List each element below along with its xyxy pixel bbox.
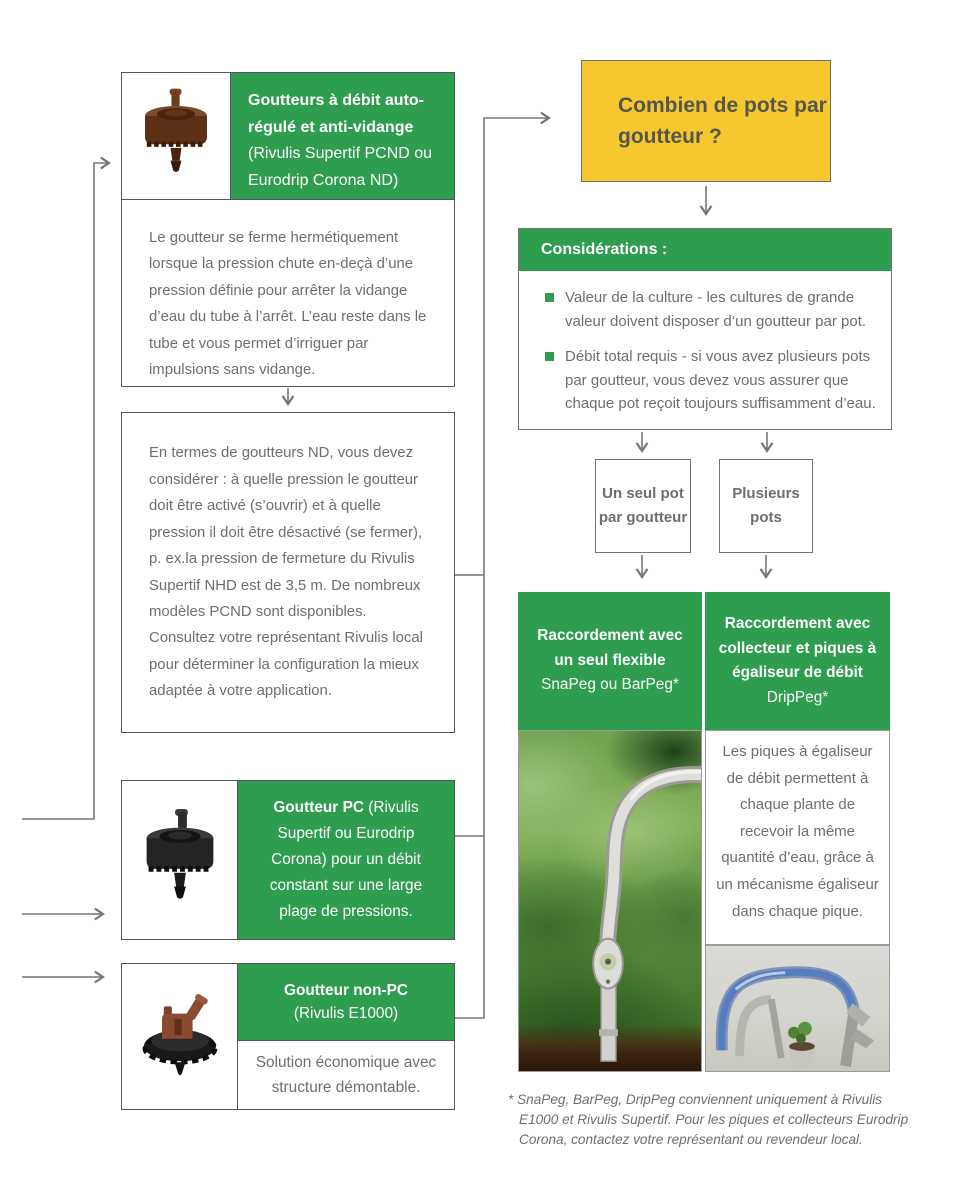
question-text: Combien de pots par goutteur ? (618, 94, 827, 148)
box5-header-regular: (Rivulis E1000) (293, 1005, 399, 1022)
snapeg-tube-illustration (592, 766, 701, 1062)
box5-body-text: Solution économique avec structure démon… (255, 1054, 437, 1096)
consideration-text-1: Valeur de la culture - les cultures de g… (565, 289, 867, 330)
box-hermetic-close-text: Le goutteur se ferme hermétiquement lors… (121, 199, 455, 387)
consideration-text-2: Débit total requis - si vous avez plusie… (565, 348, 876, 412)
result-single-title: Raccordement avec un seul flexible (537, 627, 683, 669)
box4-title-regular: (Rivulis Supertif ou Eurodrip Corona) po… (269, 799, 423, 920)
photo-snapeg-strawberry (518, 730, 702, 1072)
drippeg-illustration (715, 966, 875, 1069)
result-multiple-subtitle: DripPeg* (766, 688, 829, 706)
consideration-item: Débit total requis - si vous avez plusie… (545, 345, 879, 416)
brown-dripper-icon (145, 88, 207, 172)
box1-title-regular: (Rivulis Supertif PCND ou Eurodrip Coron… (248, 145, 433, 189)
option-single-pot-box: Un seul pot par goutteur (595, 459, 691, 553)
result-multiple-body-text: Les piques à égaliseur de débit permette… (716, 743, 879, 920)
footnote: * SnaPeg, BarPeg, DripPeg conviennent un… (508, 1092, 909, 1147)
question-box: Combien de pots par goutteur ? (581, 60, 831, 182)
option-single-text: Un seul pot par goutteur (598, 484, 688, 527)
result-multiple-title: Raccordement avec collecteur et piques à… (718, 615, 877, 681)
result-single-header: Raccordement avec un seul flexible SnaPe… (518, 592, 702, 730)
photo-drippeg-collector (705, 945, 890, 1072)
dripper-pc-image (122, 781, 238, 939)
box5-header-bold: Goutteur non-PC (284, 982, 408, 999)
consideration-item: Valeur de la culture - les cultures de g… (545, 286, 879, 333)
option-multiple-text: Plusieurs pots (732, 484, 800, 527)
box-nd-considerations-text: En termes de goutteurs ND, vous devez co… (121, 412, 455, 733)
black-dripper-icon (146, 808, 213, 899)
box3-paragraph: En termes de goutteurs ND, vous devez co… (149, 445, 423, 700)
box-goutteur-pc: Goutteur PC (Rivulis Supertif ou Eurodri… (121, 780, 455, 940)
box1-green-title: Goutteurs à débit auto-régulé et anti-vi… (231, 73, 454, 199)
result-multiple-header: Raccordement avec collecteur et piques à… (705, 592, 890, 730)
arrow-into-box1 (22, 156, 111, 820)
considerations-header: Considérations : (519, 229, 891, 271)
considerations-box: Considérations : Valeur de la culture - … (518, 228, 892, 430)
box4-green-title: Goutteur PC (Rivulis Supertif ou Eurodri… (238, 781, 454, 939)
box1-title-bold: Goutteurs à débit auto-régulé et anti-vi… (248, 92, 424, 136)
dripper-pcnd-image (122, 73, 231, 199)
result-single-subtitle: SnaPeg ou BarPeg* (541, 676, 679, 694)
box5-green-header: Goutteur non-PC (Rivulis E1000) (238, 964, 454, 1041)
result-multiple-body: Les piques à égaliseur de débit permette… (705, 730, 890, 945)
bullet-square-icon (545, 352, 554, 361)
box4-title-bold: Goutteur PC (273, 799, 364, 816)
dripper-e1000-image (122, 964, 238, 1109)
box-auto-regulated-drippers: Goutteurs à débit auto-régulé et anti-vi… (121, 72, 455, 200)
box-goutteur-non-pc: Goutteur non-PC (Rivulis E1000) Solution… (121, 963, 455, 1110)
e1000-dripper-icon (142, 993, 217, 1075)
bullet-square-icon (545, 293, 554, 302)
box2-paragraph: Le goutteur se ferme hermétiquement lors… (149, 230, 427, 379)
option-multiple-pots-box: Plusieurs pots (719, 459, 813, 553)
